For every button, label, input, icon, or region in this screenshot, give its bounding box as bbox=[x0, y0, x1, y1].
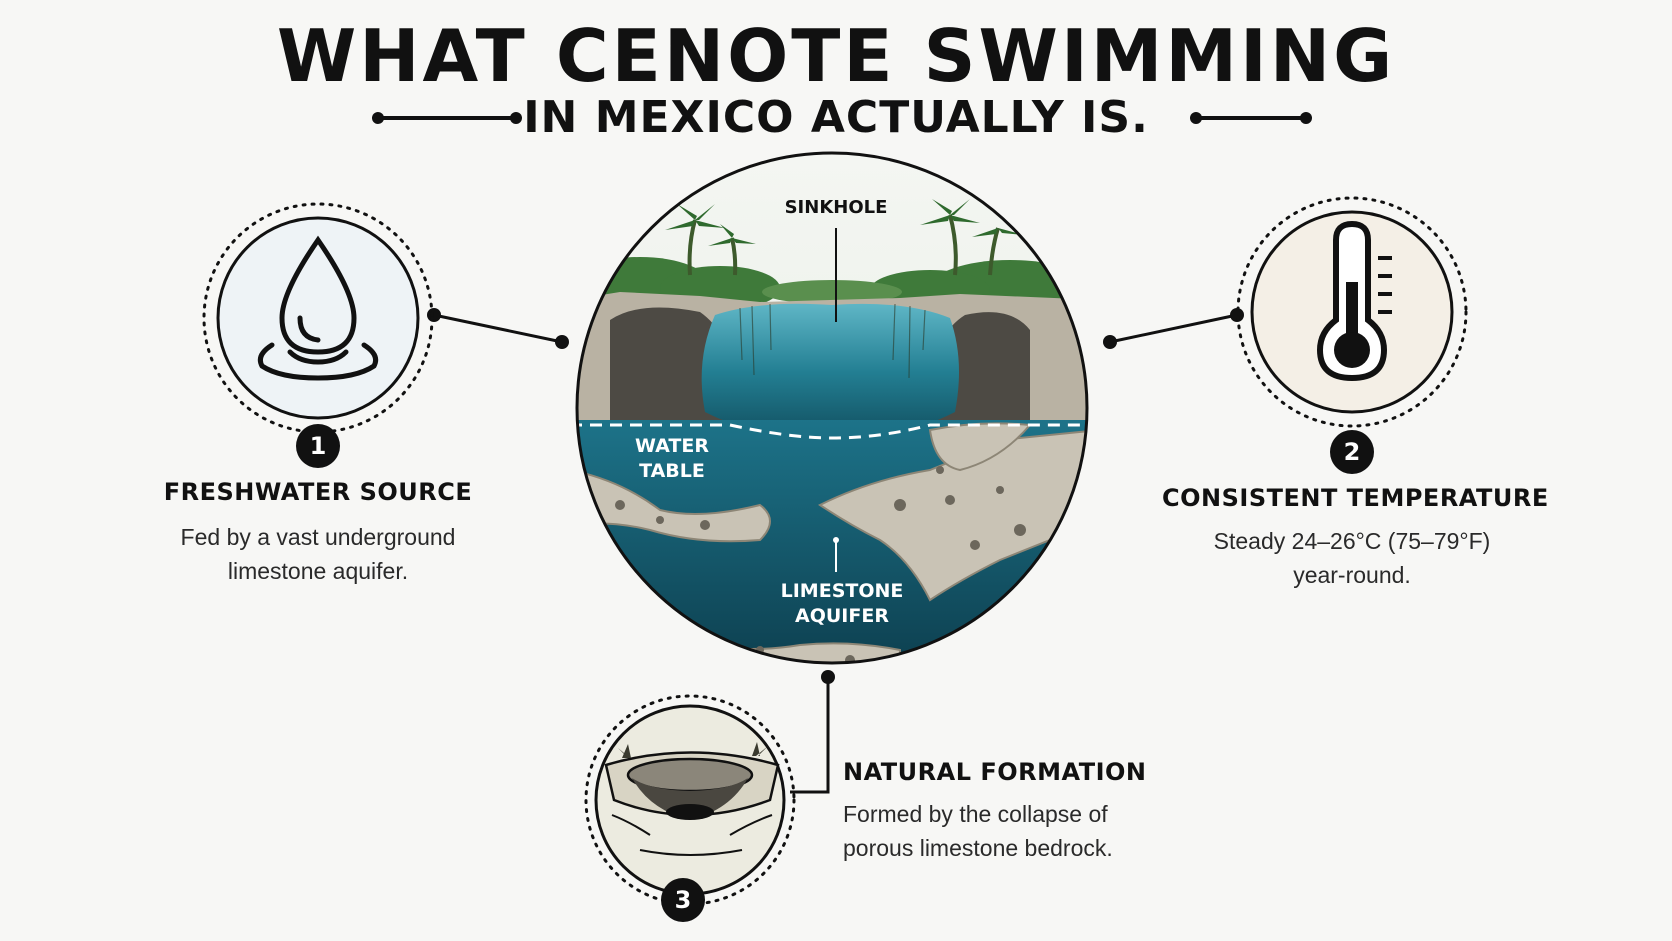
cenote-pool bbox=[701, 303, 959, 440]
limestone-aquifer-label-line-1: LIMESTONE bbox=[781, 580, 904, 602]
water-table-label-line-1: WATER bbox=[635, 435, 709, 457]
feature-2-number-badge: 2 bbox=[1330, 430, 1374, 474]
feature-2-heading: CONSISTENT TEMPERATURE bbox=[1162, 484, 1549, 512]
feature-3-heading: NATURAL FORMATION bbox=[843, 758, 1147, 786]
cenote-cross-section-illustration bbox=[577, 153, 1087, 663]
limestone-aquifer-label-line-2: AQUIFER bbox=[795, 605, 889, 627]
feature-3-description-line-1: Formed by the collapse of bbox=[843, 801, 1108, 827]
feature-3-number-badge: 3 bbox=[661, 878, 705, 922]
formation-icon-circle bbox=[584, 694, 796, 906]
water-drop-icon bbox=[257, 235, 379, 381]
feature-2-description: Steady 24–26°C (75–79°F) year-round. bbox=[1172, 524, 1532, 592]
connector-1 bbox=[427, 308, 569, 349]
feature-3-description-line-2: porous limestone bedrock. bbox=[843, 835, 1113, 861]
feature-1-number-badge: 1 bbox=[296, 424, 340, 468]
sinkhole-label: SINKHOLE bbox=[785, 197, 888, 218]
title-line-1: WHAT CENOTE SWIMMING bbox=[276, 14, 1396, 98]
main-circle-border bbox=[575, 151, 1089, 665]
limestone-formations bbox=[577, 422, 1087, 663]
feature-1-description-line-2: limestone aquifer. bbox=[227, 558, 409, 584]
title-rule-left bbox=[372, 112, 522, 124]
feature-3-description: Formed by the collapse of porous limesto… bbox=[843, 797, 1203, 865]
title-line-2: IN MEXICO ACTUALLY IS. bbox=[523, 92, 1149, 143]
thermometer-icon bbox=[1316, 220, 1392, 382]
title-rule-right bbox=[1190, 112, 1312, 124]
water-table-line bbox=[577, 423, 1087, 440]
sinkhole-icon bbox=[604, 742, 780, 856]
water-table-label-line-2: TABLE bbox=[639, 460, 705, 482]
feature-2-description-line-2: year-round. bbox=[1293, 562, 1411, 588]
feature-1-description-line-1: Fed by a vast underground bbox=[180, 524, 456, 550]
freshwater-icon-circle bbox=[202, 202, 434, 434]
hanging-roots bbox=[739, 303, 926, 379]
feature-1-heading: FRESHWATER SOURCE bbox=[163, 478, 473, 506]
palm-trees bbox=[687, 214, 1000, 276]
connector-2 bbox=[1103, 308, 1244, 349]
feature-1-description: Fed by a vast underground limestone aqui… bbox=[138, 520, 498, 588]
temperature-icon-circle bbox=[1236, 196, 1468, 428]
feature-2-description-line-1: Steady 24–26°C (75–79°F) bbox=[1213, 528, 1491, 554]
connector-3 bbox=[790, 670, 835, 794]
